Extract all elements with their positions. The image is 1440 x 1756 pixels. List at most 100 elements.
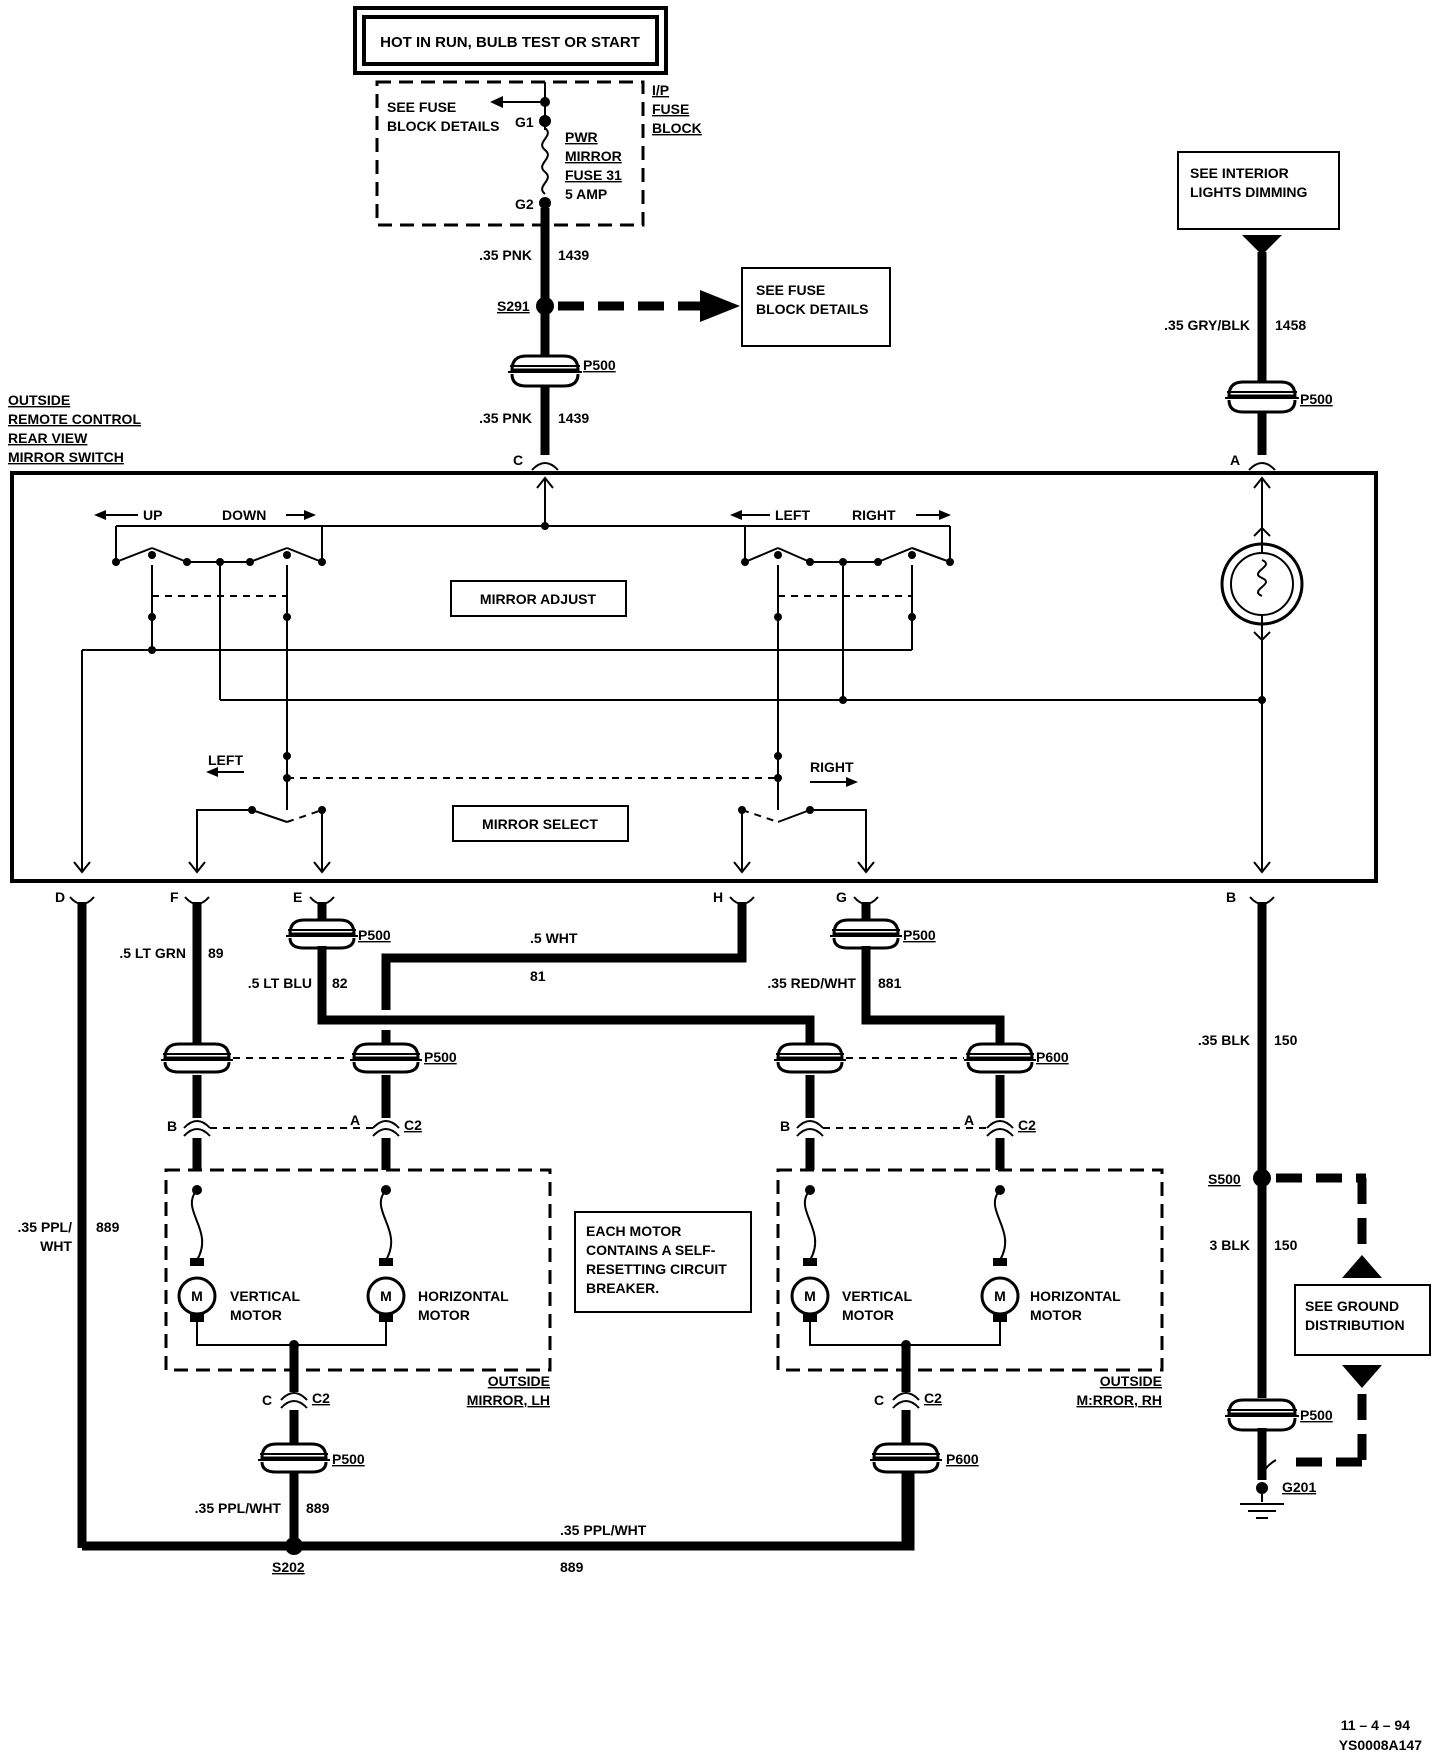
vertical-label-lh-1: VERTICAL [230, 1288, 300, 1304]
power-source-label: HOT IN RUN, BULB TEST OR START [380, 34, 640, 51]
note-interior-2: LIGHTS DIMMING [1190, 184, 1308, 200]
c2-right-label: C2 [1018, 1117, 1036, 1133]
s202-splice [285, 1537, 303, 1555]
footer: 11 – 4 – 94 YS0008A147 [1339, 1717, 1423, 1753]
g201-label: G201 [1282, 1479, 1316, 1495]
motor-m-2: M [380, 1288, 392, 1304]
w1458-gauge: .35 GRY/BLK [1164, 317, 1250, 333]
w81-gauge: .5 WHT [530, 930, 578, 946]
note-fuse-details: SEE FUSE BLOCK DETAILS [741, 267, 891, 347]
motor-m-4: M [994, 1288, 1006, 1304]
switch-name-1: OUTSIDE [8, 392, 70, 408]
note-motor-2: CONTAINS A SELF- [586, 1242, 716, 1258]
w1439-bot-gauge: .35 PNK [479, 410, 532, 426]
note-fuse-details-1: SEE FUSE [756, 282, 825, 298]
c2-left-pin-b: B [167, 1118, 177, 1134]
p500-a-label: P500 [1300, 391, 1333, 407]
fuse-name-4: 5 AMP [565, 186, 607, 202]
up-label: UP [143, 507, 162, 523]
vertical-label-rh-1: VERTICAL [842, 1288, 912, 1304]
power-source-box: HOT IN RUN, BULB TEST OR START [353, 6, 668, 75]
mirror-select-label: MIRROR SELECT [482, 816, 598, 832]
c2-left-label: C2 [404, 1117, 422, 1133]
w150a-circuit: 150 [1274, 1032, 1298, 1048]
w1439-bot-circuit: 1439 [558, 410, 589, 426]
w150b-gauge: 3 BLK [1210, 1237, 1250, 1253]
ground-return-889: C C2 P500 .35 PPL/WHT 889 S202 C C2 P600… [195, 1390, 979, 1575]
motor-m-3: M [804, 1288, 816, 1304]
s500-label: S500 [1208, 1171, 1241, 1187]
w881-circuit: 881 [878, 975, 902, 991]
fuse-see-details-2: BLOCK DETAILS [387, 118, 500, 134]
s500-splice [1253, 1169, 1271, 1187]
w82-circuit: 82 [332, 975, 348, 991]
note-motor-3: RESETTING CIRCUIT [586, 1261, 727, 1277]
w150b-circuit: 150 [1274, 1237, 1298, 1253]
pin-d-label: D [55, 889, 65, 905]
note-motor-1: EACH MOTOR [586, 1223, 681, 1239]
c2-right-pin-a: A [964, 1112, 974, 1128]
footer-code: YS0008A147 [1339, 1737, 1423, 1753]
p500-left-label: P500 [424, 1049, 457, 1065]
fuse-name-2: MIRROR [565, 148, 622, 164]
p600-rh-label: P600 [946, 1451, 979, 1467]
fuse-name-1: PWR [565, 129, 598, 145]
select-right-label: RIGHT [810, 759, 854, 775]
motor-m-1: M [191, 1288, 203, 1304]
ip-label: I/P [652, 82, 669, 98]
vertical-label-lh-2: MOTOR [230, 1307, 282, 1323]
down-label: DOWN [222, 507, 266, 523]
pin-c-label: C [513, 452, 523, 468]
left-label: LEFT [775, 507, 810, 523]
pin-f-label: F [170, 889, 179, 905]
mirror-rh-label-1: OUTSIDE [1100, 1373, 1162, 1389]
w889-mid-gauge: .35 PPL/WHT [195, 1500, 282, 1516]
c2-left-pin-a: A [350, 1112, 360, 1128]
switch-name: OUTSIDE REMOTE CONTROL REAR VIEW MIRROR … [8, 392, 141, 465]
c2-rh-label: C2 [924, 1390, 942, 1406]
pin-g-label: G [836, 889, 847, 905]
fuse-31-symbol [541, 127, 549, 195]
w89-circuit: 89 [208, 945, 224, 961]
mirror-switch: UP DOWN LEFT RIGHT [10, 471, 1378, 883]
outside-mirror-rh: M VERTICAL MOTOR M HORIZONTAL MOTOR OUTS… [776, 1168, 1164, 1408]
g1-label: G1 [515, 114, 534, 130]
horizontal-label-rh-1: HORIZONTAL [1030, 1288, 1121, 1304]
pin-h-label: H [713, 889, 723, 905]
pin-a-label: A [1230, 452, 1240, 468]
p500-e-label: P500 [358, 927, 391, 943]
note-ground-1: SEE GROUND [1305, 1298, 1399, 1314]
fuse-block: SEE FUSE BLOCK DETAILS I/P FUSE BLOCK G1… [375, 80, 702, 227]
w889-bot-circuit: 889 [560, 1559, 584, 1575]
c2-rh-pin-c: C [874, 1392, 884, 1408]
p500-top-label: P500 [583, 357, 616, 373]
c2-right-pin-b: B [780, 1118, 790, 1134]
fuse-name-3: FUSE 31 [565, 167, 622, 183]
c2-lh-pin-c: C [262, 1392, 272, 1408]
w1439-top-gauge: .35 PNK [479, 247, 532, 263]
p600-right-label: P600 [1036, 1049, 1069, 1065]
fuse-label: FUSE [652, 101, 689, 117]
switch-name-4: MIRROR SWITCH [8, 449, 124, 465]
horizontal-label-lh-2: MOTOR [418, 1307, 470, 1323]
switch-name-2: REMOTE CONTROL [8, 411, 141, 427]
p500-lh-label: P500 [332, 1451, 365, 1467]
mirror-lh-label-2: MIRROR, LH [467, 1392, 550, 1408]
p500-ground-label: P500 [1300, 1407, 1333, 1423]
w889-left-circuit: 889 [96, 1219, 120, 1235]
connectors: P500 P500 P500 P600 B A [161, 918, 1069, 1137]
s291-label: S291 [497, 298, 530, 314]
fuse-see-details: SEE FUSE [387, 99, 456, 115]
vertical-label-rh-2: MOTOR [842, 1307, 894, 1323]
pin-e-label: E [293, 889, 302, 905]
block-label: BLOCK [652, 120, 702, 136]
w889-left-gauge: .35 PPL/ [18, 1219, 73, 1235]
circuit-1439: .35 PNK 1439 S291 .35 PNK 1439 C [479, 208, 740, 471]
w81-circuit: 81 [530, 968, 546, 984]
w889-left-gauge2: WHT [40, 1238, 72, 1254]
p500-top: P500 [508, 354, 616, 388]
note-motor-4: BREAKER. [586, 1280, 659, 1296]
g2-label: G2 [515, 196, 534, 212]
w1458-circuit: 1458 [1275, 317, 1306, 333]
